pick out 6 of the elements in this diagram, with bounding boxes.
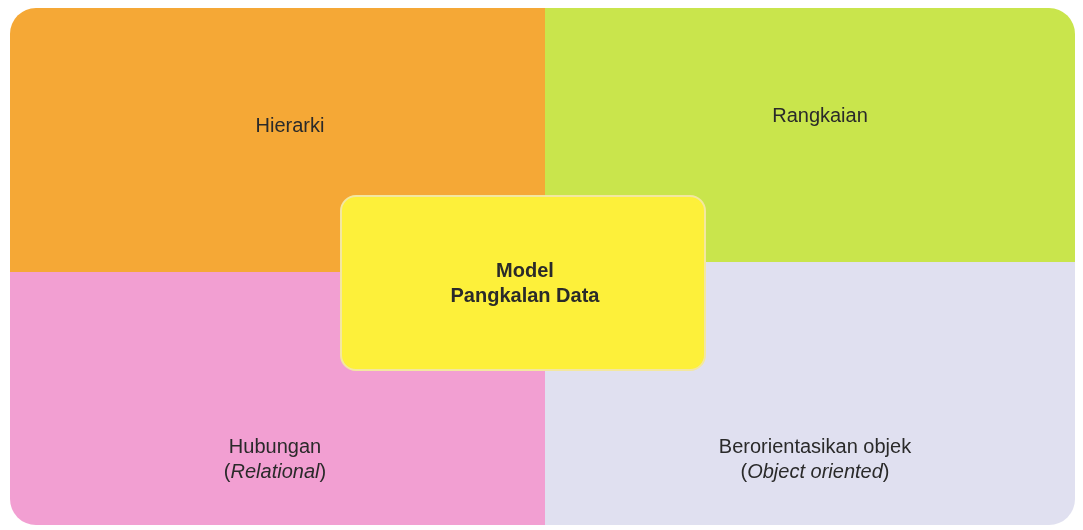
center-box [340, 195, 706, 371]
panel-label: Rangkaian [771, 102, 869, 128]
center-label: Model Pangkalan Data [449, 258, 601, 308]
panel-label: Hubungan (Relational) [222, 434, 328, 484]
panel-label: Hierarki [254, 112, 326, 138]
panel-label: Berorientasikan objek (Object oriented) [717, 434, 913, 484]
